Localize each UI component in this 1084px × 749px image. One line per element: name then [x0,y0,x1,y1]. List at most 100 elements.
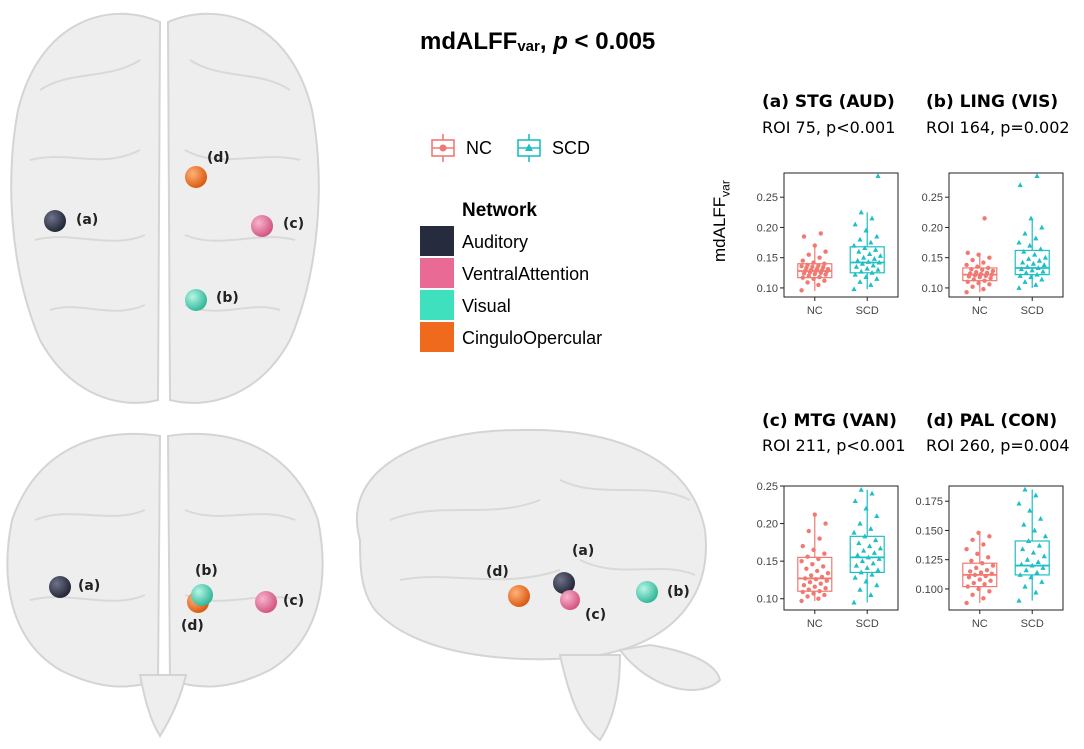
data-point [804,566,809,571]
data-point [981,286,986,292]
data-point [822,551,827,556]
network-legend-title: Network [462,200,537,221]
y-tick-label: 0.10 [757,283,778,295]
x-tick-label: SCD [1021,305,1044,317]
legend-key-nc [431,134,455,162]
data-point [876,556,882,561]
data-point [874,276,880,281]
data-point [806,587,811,592]
axial-brain [10,12,320,404]
data-point [869,490,875,496]
data-point [820,265,826,270]
data-point [1026,256,1032,261]
data-point [806,528,811,534]
x-tick-label: SCD [856,305,879,317]
data-point [876,259,882,265]
data-point [877,545,884,551]
data-point [985,265,991,271]
data-point [812,243,817,248]
y-tick-label: 0.20 [757,519,778,531]
data-point [982,582,987,587]
data-point [987,255,992,260]
coronal-label-a: (a) [78,578,101,594]
data-point [869,215,875,221]
network-label-cingulo-opercular: CinguloOpercular [462,328,603,348]
data-point [807,579,813,585]
legend-key-scd [517,134,541,162]
title-main: mdALFF [420,28,518,55]
sagittal-label-b: (b) [667,584,690,600]
data-point [875,266,881,272]
title-threshold: < 0.005 [574,28,656,55]
data-point [965,250,970,256]
panel-d-subtitle: ROI 260, p=0.004 [926,436,1070,455]
y-tick-label: 0.20 [922,222,943,234]
data-point [853,562,860,568]
data-point [1017,572,1023,577]
data-point [875,173,881,179]
data-point [987,282,992,287]
sagittal-label-d: (d) [486,564,509,580]
data-point [976,586,981,592]
data-point [799,263,804,269]
data-point [971,277,976,282]
data-point [810,561,815,567]
data-point [820,564,826,569]
data-point [857,520,863,526]
data-point [1022,583,1028,589]
data-point [1022,486,1028,492]
data-point [1034,271,1040,277]
title-separator: , [539,28,547,55]
data-point [965,279,970,285]
data-point [1040,565,1046,570]
data-point [863,578,869,584]
data-point [1039,224,1045,230]
data-point [851,599,857,605]
data-point [813,576,819,582]
data-point [1034,173,1040,179]
data-point [811,260,816,265]
data-point [973,270,979,275]
data-point [858,486,864,492]
network-label-ventral-attention: VentralAttention [462,264,590,284]
data-point [861,547,867,553]
data-point [824,578,829,583]
data-point [856,540,862,546]
data-point [1032,527,1038,533]
network-swatch-visual [420,290,454,320]
y-tick-label: 0.15 [922,253,943,265]
data-point [873,537,879,543]
x-tick-label: NC [807,305,823,317]
box-iqr [849,535,885,574]
data-point [865,554,872,560]
data-point [823,249,828,254]
y-tick-label: 0.150 [915,525,943,537]
sagittal-label-a: (a) [572,543,595,559]
data-point [851,242,857,248]
network-label-visual: Visual [462,296,511,316]
data-point [800,589,805,595]
data-point [1029,562,1035,568]
data-point [874,582,880,588]
sagittal-label-c: (c) [585,607,607,623]
data-point [799,558,804,564]
data-point [1017,182,1023,188]
panel-a-title: (a) STG (AUD) [762,92,895,112]
data-point [852,271,858,277]
network-label-auditory: Auditory [462,232,529,252]
data-point [857,586,863,592]
data-point [877,253,884,258]
data-point [1041,553,1047,559]
y-tick-label: 0.125 [915,555,943,567]
legend-label-nc: NC [466,138,492,158]
data-point [1033,235,1039,241]
data-point [867,543,873,549]
data-point [969,558,974,564]
data-point [964,289,969,295]
data-point [982,216,987,221]
data-point [967,569,973,574]
data-point [817,536,822,541]
